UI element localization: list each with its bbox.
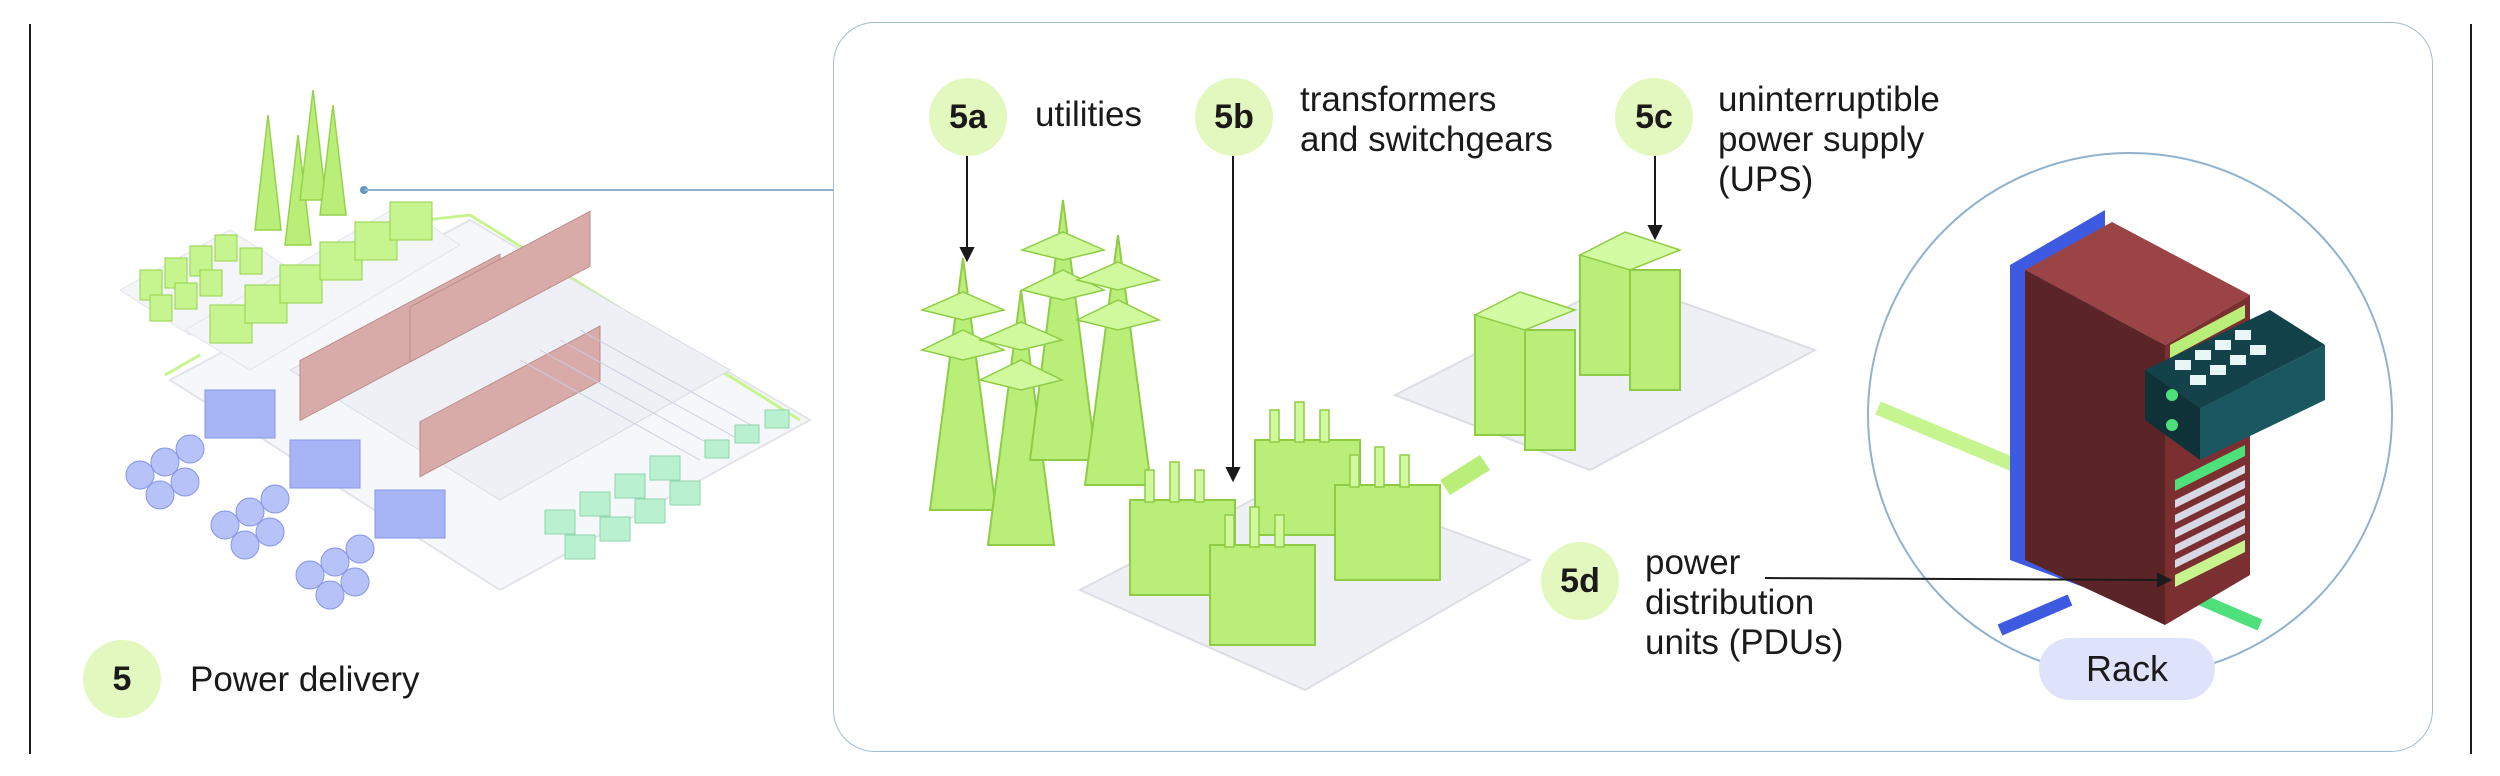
- label-transformers: transformers and switchgears: [1300, 80, 1553, 159]
- overview-pylons: [254, 89, 347, 246]
- overview-datacenter: [119, 89, 833, 610]
- section-title: Power delivery: [190, 660, 420, 699]
- callout-arrows: [959, 155, 2173, 588]
- ups-units: [1392, 231, 1818, 472]
- right-divider: [2470, 24, 2472, 754]
- rack-inset: [1867, 152, 2393, 678]
- utility-pylons: [919, 199, 1162, 546]
- transformer-yard: [1077, 401, 1533, 692]
- left-divider: [29, 24, 31, 754]
- overview-server-racks: [299, 210, 601, 478]
- label-pdus: power distribution units (PDUs): [1645, 543, 1844, 662]
- label-ups: uninterruptible power supply (UPS): [1718, 80, 1940, 199]
- badge-5c: 5c: [1615, 78, 1693, 156]
- detail-panel: [833, 22, 2433, 752]
- overview-cooling: [204, 389, 446, 539]
- badge-5d: 5d: [1541, 542, 1619, 620]
- overview-mint-units: [544, 409, 790, 560]
- badge-5a: 5a: [929, 78, 1007, 156]
- label-utilities: utilities: [1035, 95, 1142, 134]
- rack-label: Rack: [2039, 638, 2215, 700]
- badge-5b: 5b: [1195, 78, 1273, 156]
- section-badge: 5: [83, 640, 161, 718]
